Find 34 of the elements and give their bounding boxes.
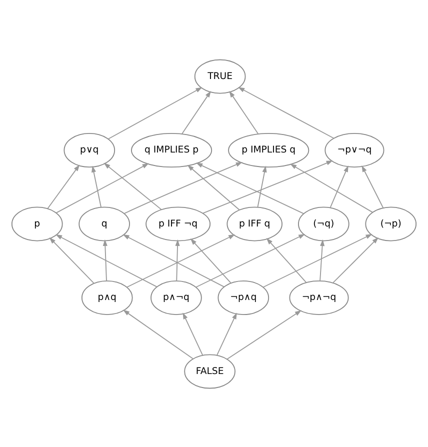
arrow bbox=[216, 312, 237, 356]
arrow bbox=[290, 163, 374, 212]
arrow bbox=[92, 165, 102, 208]
arrow bbox=[196, 233, 306, 288]
arrow bbox=[332, 236, 379, 283]
arrow bbox=[122, 309, 194, 359]
arrow bbox=[124, 162, 242, 214]
arrow bbox=[238, 86, 334, 138]
arrow bbox=[182, 90, 212, 134]
arrow bbox=[49, 236, 94, 284]
arrow bbox=[182, 312, 204, 356]
arrow bbox=[56, 162, 149, 213]
arrow bbox=[330, 164, 348, 208]
arrow bbox=[202, 160, 333, 214]
arrow bbox=[226, 310, 302, 360]
arrow bbox=[187, 164, 240, 210]
node-ellipse: p IFF ¬q bbox=[146, 206, 211, 241]
arrow bbox=[229, 90, 259, 134]
arrow bbox=[262, 233, 372, 288]
arrow bbox=[108, 86, 202, 139]
node-ellipse: p∧¬q bbox=[150, 280, 202, 314]
arrow bbox=[47, 164, 80, 208]
arrow bbox=[257, 165, 267, 208]
arrow bbox=[266, 238, 307, 283]
arrow bbox=[362, 164, 384, 208]
node-ellipse: FALSE bbox=[184, 354, 236, 388]
arrow bbox=[190, 238, 232, 283]
arrow bbox=[196, 162, 304, 214]
arrow bbox=[104, 162, 162, 210]
arrow bbox=[56, 234, 158, 287]
arrow bbox=[102, 238, 108, 281]
arrow bbox=[320, 238, 325, 281]
arrow bbox=[175, 238, 180, 281]
node-ellipse: ¬p∧q bbox=[218, 280, 270, 314]
